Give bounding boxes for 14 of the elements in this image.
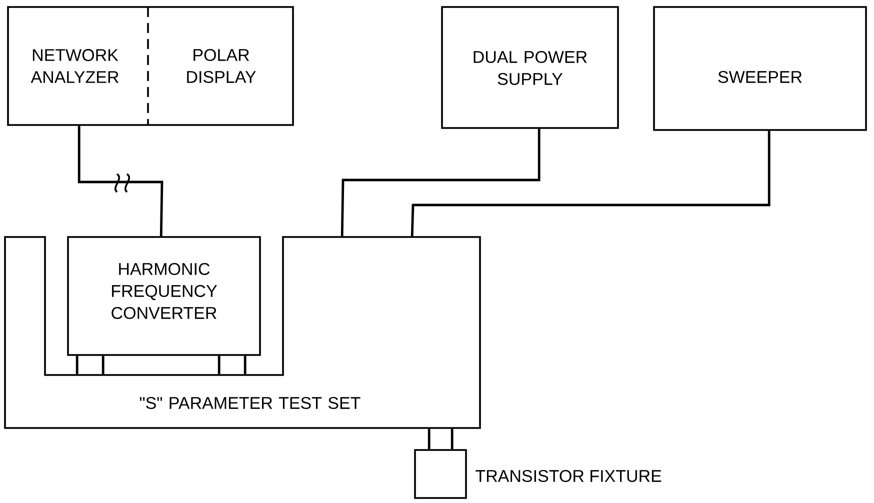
converter-box: HARMONIC FREQUENCY CONVERTER — [67, 236, 261, 356]
node-label: TRANSISTOR FIXTURE — [476, 470, 662, 482]
cable — [244, 356, 246, 374]
instrument-box: DUAL POWER SUPPLY — [441, 6, 619, 129]
cable — [102, 356, 104, 374]
cable — [410, 130, 770, 236]
instrument-box: NETWORK ANALYZER POLAR DISPLAY — [7, 6, 294, 126]
cable — [78, 126, 164, 236]
cable — [450, 428, 454, 450]
instrument-box: SWEEPER — [653, 6, 867, 131]
cable — [218, 356, 220, 374]
cable — [76, 356, 78, 374]
cable — [340, 128, 540, 236]
cable — [428, 428, 430, 450]
